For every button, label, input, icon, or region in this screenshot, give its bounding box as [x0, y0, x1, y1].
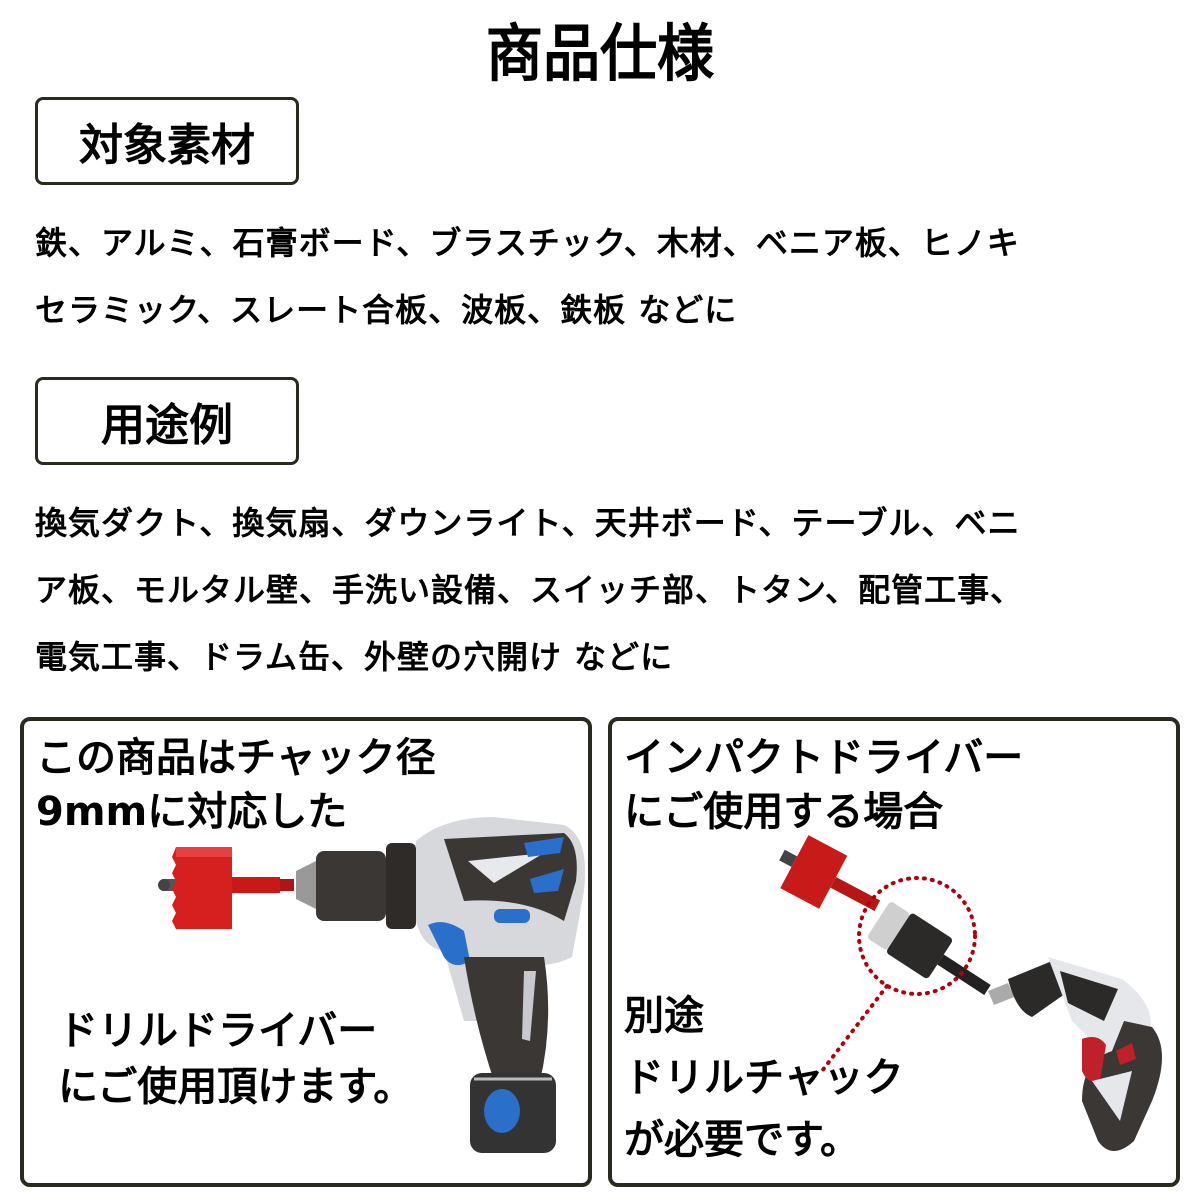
drill-chuck-icon [296, 843, 422, 929]
drill-body-icon [416, 817, 586, 1153]
drill-driver-panel: この商品はチャック径 9mmに対応した ドリルドライバー にご使用頂けます。 [20, 717, 592, 1187]
hole-saw-icon [779, 835, 881, 912]
impact-driver-body-icon [988, 957, 1162, 1151]
impact-driver-image [779, 835, 1162, 1151]
uses-line: ア板、モルタル壁、手洗い設備、スイッチ部、トタン、配管工事、 [35, 571, 1024, 609]
drill-driver-image [158, 817, 586, 1153]
materials-section-label: 対象素材 [35, 97, 299, 185]
impact-panel-heading: インパクトドライバー にご使用する場合 [624, 735, 1024, 835]
materials-line: 鉄、アルミ、石膏ボード、ブラスチック、木材、ベニア板、ヒノキ [35, 224, 1020, 262]
page-title: 商品仕様 [485, 17, 715, 90]
materials-list: 鉄、アルミ、石膏ボード、ブラスチック、木材、ベニア板、ヒノキ セラミック、スレー… [35, 210, 1175, 344]
callout-line [820, 984, 889, 1073]
uses-list: 換気ダクト、換気扇、ダウンライト、天井ボード、テーブル、ベニ ア板、モルタル壁、… [35, 490, 1175, 691]
materials-line: セラミック、スレート合板、波板、鉄板 などに [35, 291, 738, 329]
impact-driver-panel: インパクトドライバー にご使用する場合 別途 ドリルチャック が必要です。 [608, 717, 1180, 1187]
drill-panel-caption: ドリルドライバー にご使用頂けます。 [58, 1008, 414, 1110]
hole-saw-icon [158, 847, 294, 929]
callout-circle [857, 876, 977, 996]
uses-line: 換気ダクト、換気扇、ダウンライト、天井ボード、テーブル、ベニ [35, 504, 1021, 542]
uses-section-label: 用途例 [35, 377, 299, 465]
impact-panel-caption: 別途 ドリルチャック が必要です。 [624, 993, 904, 1163]
drill-chuck-adapter-icon [868, 902, 991, 996]
uses-line: 電気工事、ドラム缶、外壁の穴開け などに [35, 638, 674, 676]
drill-panel-heading: この商品はチャック径 9mmに対応した [36, 735, 436, 835]
